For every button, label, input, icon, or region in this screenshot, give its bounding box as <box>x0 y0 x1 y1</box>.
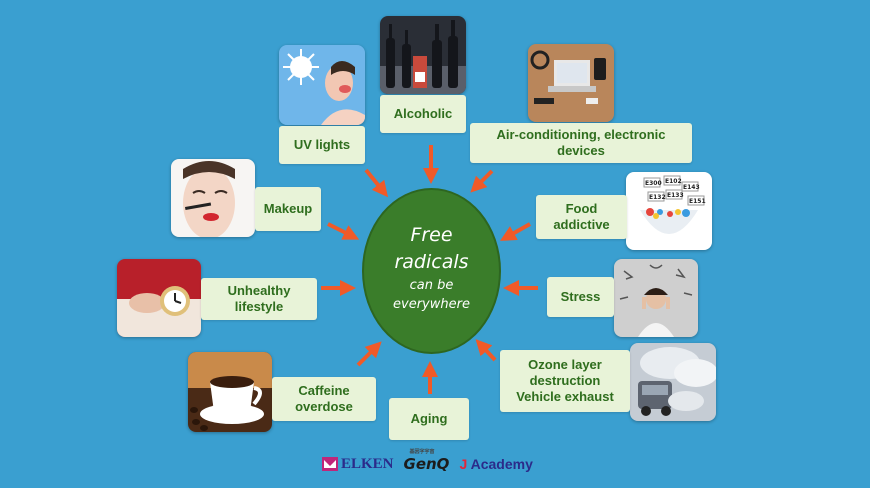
center-line-1: Free <box>410 224 453 246</box>
center-line-2: radicals <box>394 251 469 273</box>
genq-small-text: 基因字宇宙 <box>409 449 435 455</box>
label-unhealthy-lifestyle: Unhealthy lifestyle <box>201 278 317 320</box>
center-line-3: can be <box>409 278 454 293</box>
label-aging: Aging <box>389 398 469 440</box>
elken-mark-icon <box>322 457 338 471</box>
footer-logos: ELKEN 基因字宇宙 GenQ J Academy <box>322 449 533 476</box>
jacademy-j: J <box>459 456 468 472</box>
jacademy-logo: J Academy <box>459 456 532 472</box>
free-radicals-circle: Free radicals can be everywhere <box>362 188 501 354</box>
arrow-ozone <box>475 339 497 362</box>
arrow-food <box>500 222 531 241</box>
food-label-2: E143 <box>683 184 700 191</box>
makeup-photo <box>171 159 255 237</box>
elken-logo: ELKEN <box>322 456 394 473</box>
arrow-uv <box>364 168 389 198</box>
caffeine-photo <box>188 352 272 432</box>
arrow-caffeine <box>356 341 382 367</box>
label-air-conditioning: Air-conditioning, electronic devices <box>470 123 692 163</box>
food-label-5: E151 <box>689 198 706 205</box>
jacademy-text: Academy <box>470 456 533 472</box>
genq-logo-text: GenQ <box>403 455 450 473</box>
label-stress: Stress <box>547 277 614 317</box>
label-alcoholic: Alcoholic <box>380 95 466 133</box>
lifestyle-photo <box>117 259 201 337</box>
label-makeup: Makeup <box>255 187 321 231</box>
food-label-4: E132 <box>649 194 666 201</box>
stress-photo <box>614 259 698 337</box>
label-uv-lights: UV lights <box>279 126 365 164</box>
food-additive-photo: E300 E102 E143 E133 E132 E151 <box>626 172 712 250</box>
center-line-4: everywhere <box>393 297 470 312</box>
food-label-0: E300 <box>645 180 662 187</box>
label-caffeine-overdose: Caffeine overdose <box>272 377 376 421</box>
arrow-makeup <box>327 222 360 240</box>
genq-logo: 基因字宇宙 GenQ <box>403 449 450 473</box>
alcohol-photo <box>380 16 466 94</box>
food-label-3: E133 <box>667 192 684 199</box>
label-food-addictive: Food addictive <box>536 195 627 239</box>
arrow-aircon <box>470 169 494 193</box>
uv-photo <box>279 45 365 125</box>
label-ozone-vehicle: Ozone layer destruction Vehicle exhaust <box>500 350 630 412</box>
food-label-1: E102 <box>665 178 682 185</box>
aircon-photo <box>528 44 614 122</box>
ozone-photo <box>630 343 716 421</box>
elken-logo-text: ELKEN <box>341 455 394 472</box>
